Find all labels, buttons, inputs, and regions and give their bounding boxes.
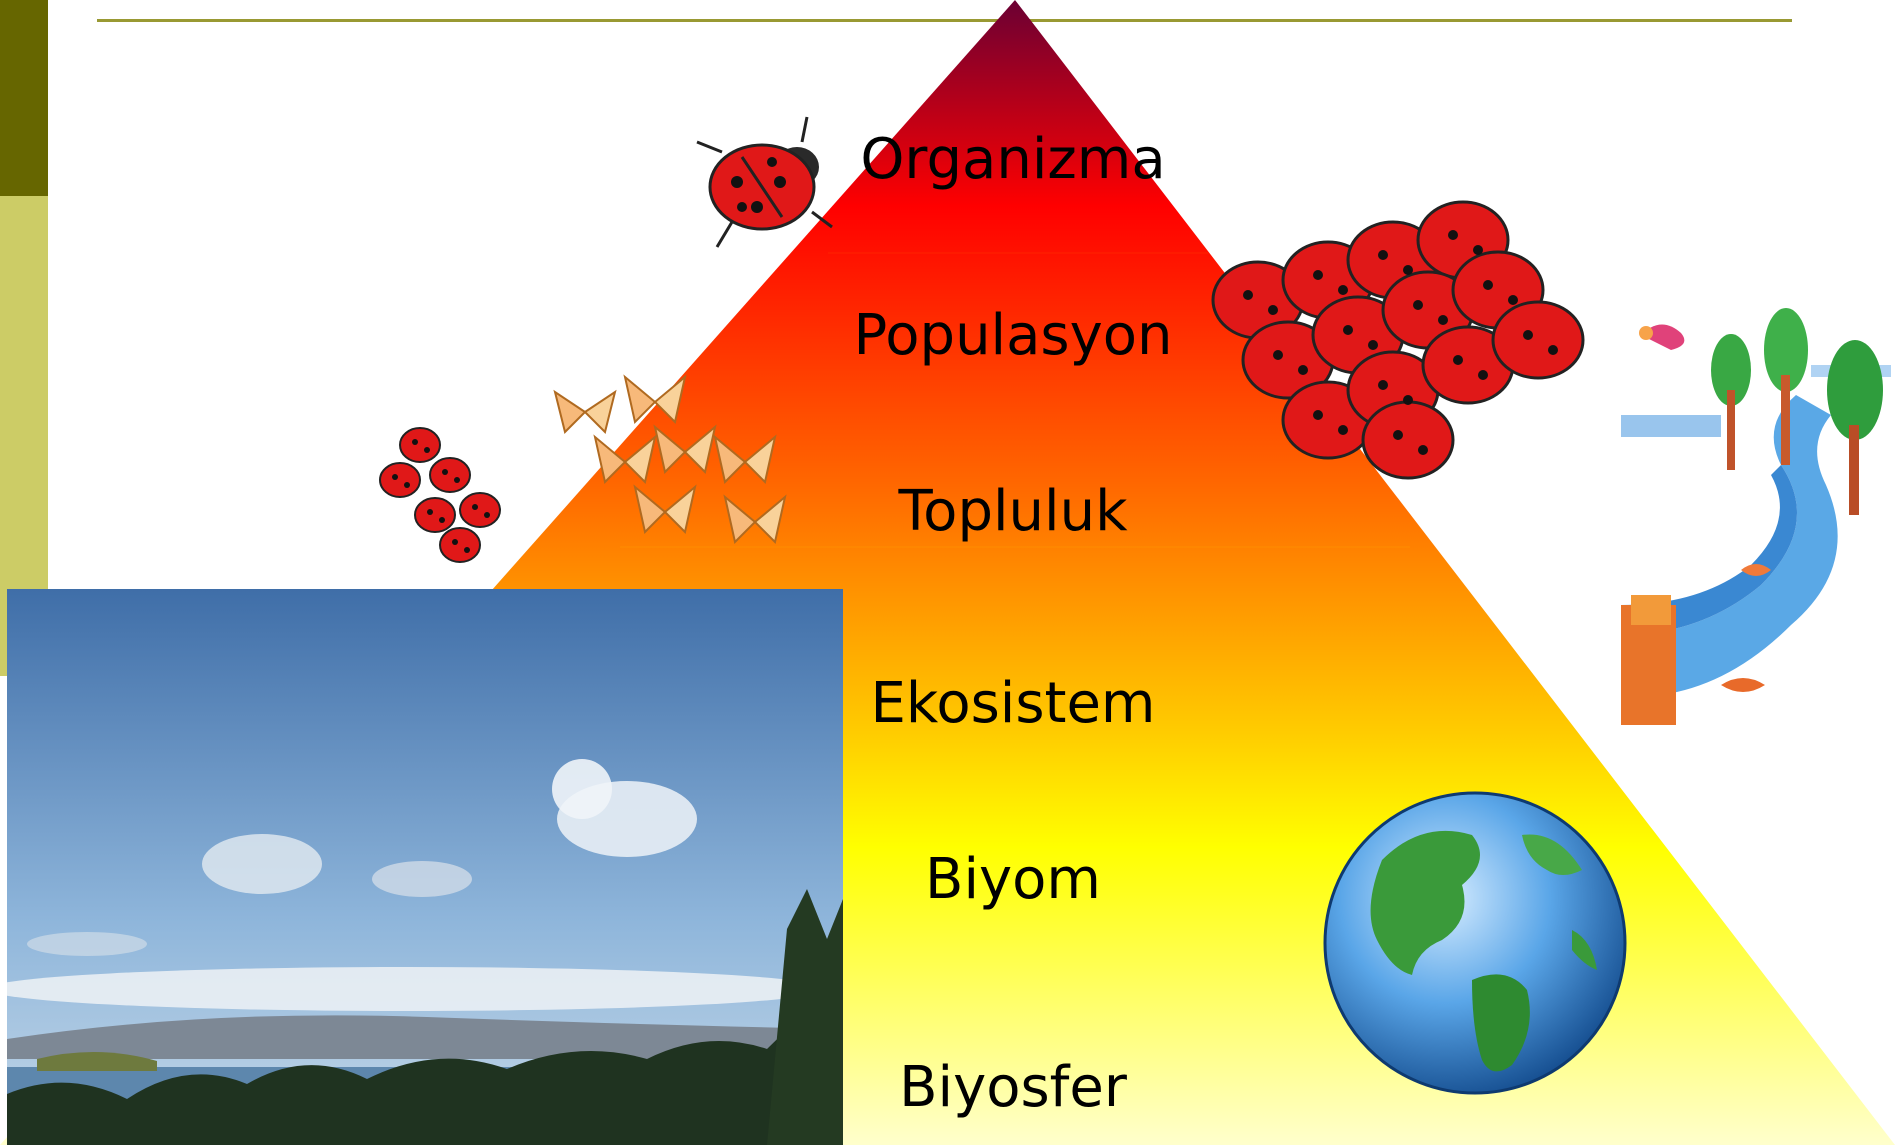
level-label-organism: Organizma: [860, 127, 1166, 192]
landscape-photo: [7, 589, 843, 1145]
theme-bar-dark: [0, 0, 48, 196]
level-label-ecosystem: Ekosistem: [870, 671, 1156, 736]
level-label-community: Topluluk: [898, 479, 1128, 544]
level-label-population: Populasyon: [853, 303, 1173, 368]
ladybug-icon: [696, 116, 833, 248]
earth-globe: [1323, 791, 1627, 1095]
ladybug-group-icon: [379, 427, 501, 563]
level-label-biome: Biyom: [925, 847, 1101, 912]
level-label-biosphere: Biyosfer: [899, 1055, 1127, 1120]
butterfly-group-icon: [553, 374, 787, 544]
ladybug-swarm-icon: [1211, 200, 1585, 480]
river-ecosystem-art: [1621, 305, 1895, 760]
top-rule: [97, 19, 1792, 22]
